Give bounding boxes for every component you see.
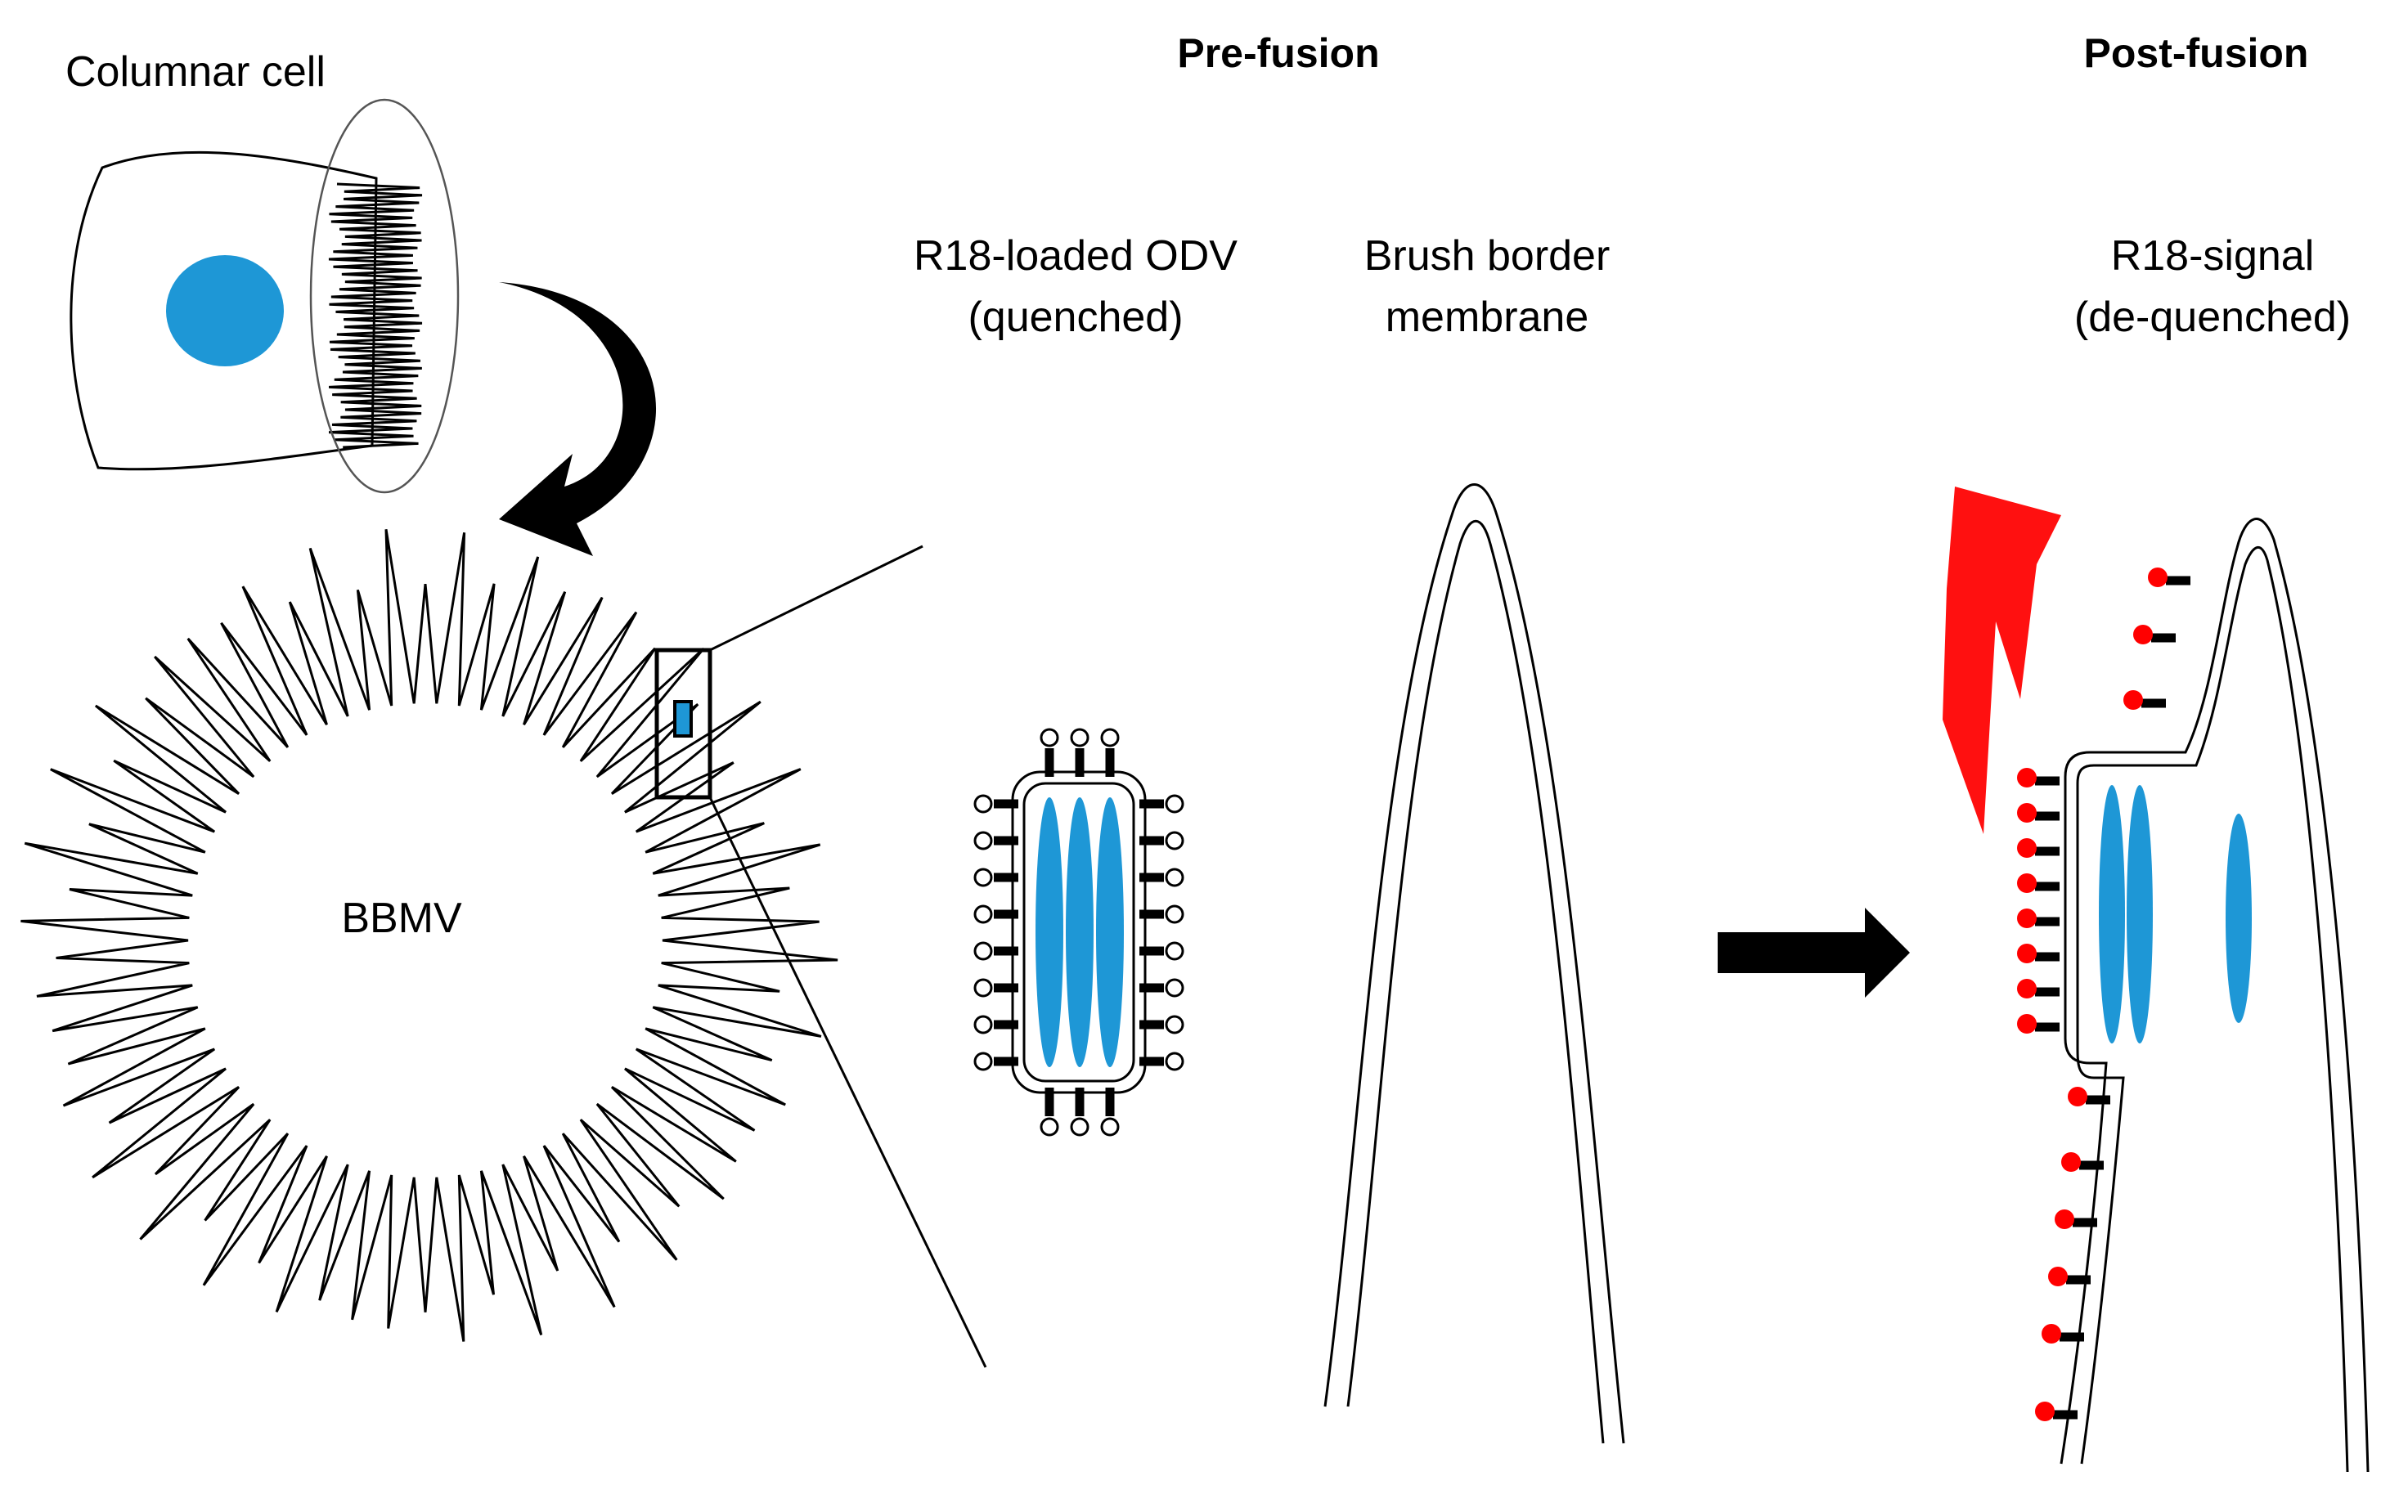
membrane-label-line2: membrane <box>1386 294 1589 341</box>
odv-probe-head <box>1070 1117 1089 1137</box>
columnar-cell <box>70 98 460 494</box>
odv-probe-head <box>973 978 993 998</box>
r18-probe-dot <box>2035 1402 2055 1421</box>
odv-probe-head <box>973 794 993 814</box>
membrane-label-line1: Brush border <box>1364 232 1611 280</box>
r18-probe-dot <box>2017 873 2037 893</box>
cell-nucleus <box>166 255 284 366</box>
post-fusion-heading: Post-fusion <box>2084 30 2309 76</box>
curved-arrow-icon <box>499 282 657 556</box>
r18-probe-dot <box>2017 803 2037 823</box>
odv-label-line2: (quenched) <box>968 294 1183 341</box>
signal-label-line1: R18-signal <box>2111 232 2315 280</box>
r18-probe-dot <box>2042 1324 2061 1344</box>
r18-loaded-odv <box>973 728 1184 1137</box>
odv-capsid <box>1066 797 1094 1067</box>
brush-border-membrane <box>1323 483 1625 1444</box>
lightning-bolt-icon <box>1943 487 2061 834</box>
columnar-cell-label: Columnar cell <box>65 48 326 96</box>
zoom-line-bottom <box>708 796 987 1368</box>
bbmv-label: BBMV <box>341 895 462 942</box>
odv-probe-head <box>1165 1052 1184 1071</box>
odv-capsid <box>1096 797 1124 1067</box>
fused-membrane-inner <box>2076 546 2349 1473</box>
odv-probe-head <box>973 831 993 850</box>
odv-label-line1: R18-loaded ODV <box>914 232 1238 280</box>
released-capsid <box>2226 814 2252 1023</box>
odv-probe-head <box>1165 868 1184 887</box>
zoom-region-box <box>654 648 712 800</box>
r18-probe-dot <box>2017 944 2037 963</box>
odv-probe-head <box>973 941 993 961</box>
fused-capsid <box>2099 785 2125 1043</box>
membrane-outer-leaflet <box>1323 483 1625 1444</box>
right-arrow-icon <box>1718 908 1910 998</box>
zoom-odv-marker <box>673 700 693 738</box>
odv-probe-head <box>973 1015 993 1034</box>
zoom-line-top <box>709 545 923 652</box>
odv-probe-head <box>1165 1015 1184 1034</box>
odv-probe-head <box>1100 728 1120 747</box>
fused-capsid <box>2127 785 2153 1043</box>
odv-probe-head <box>1040 1117 1059 1137</box>
odv-probe-head <box>973 1052 993 1071</box>
r18-probe-dot <box>2055 1209 2074 1229</box>
membrane-inner-leaflet <box>1346 519 1605 1444</box>
r18-probe-dot <box>2017 838 2037 858</box>
odv-probe-head <box>1070 728 1089 747</box>
odv-probe-head <box>973 868 993 887</box>
r18-probe-dot <box>2133 625 2153 644</box>
cell-microvilli <box>328 182 423 449</box>
signal-label-line2: (de-quenched) <box>2074 294 2351 341</box>
r18-probe-dot <box>2017 909 2037 928</box>
microvilli-highlight-ellipse <box>309 98 460 494</box>
r18-probe-dot <box>2123 690 2143 710</box>
odv-probe-head <box>1165 831 1184 850</box>
fused-membrane-outer <box>2060 518 2370 1473</box>
r18-probe-dot <box>2148 568 2168 587</box>
odv-inner-envelope <box>1022 782 1135 1083</box>
odv-probe-head <box>973 904 993 924</box>
odv-probe-head <box>1040 728 1059 747</box>
odv-probe-head <box>1165 794 1184 814</box>
cell-body-outline <box>70 150 378 471</box>
r18-probe-dot <box>2017 1014 2037 1034</box>
pre-fusion-heading: Pre-fusion <box>1177 30 1379 76</box>
r18-probe-dot <box>2061 1152 2081 1172</box>
bbmv-microvilli-ring <box>20 529 838 1342</box>
r18-probe-dot <box>2048 1267 2068 1286</box>
r18-probe-dot <box>2017 979 2037 998</box>
fused-membrane <box>2060 518 2370 1473</box>
r18-probe-dot <box>2017 768 2037 787</box>
odv-probe-head <box>1165 978 1184 998</box>
odv-capsid <box>1036 797 1063 1067</box>
odv-probe-head <box>1165 941 1184 961</box>
dequenched-r18-probes <box>2017 568 2190 1421</box>
odv-probe-head <box>1100 1117 1120 1137</box>
r18-probe-dot <box>2068 1087 2087 1106</box>
bbmv-vesicle <box>20 529 987 1368</box>
odv-probe-head <box>1165 904 1184 924</box>
